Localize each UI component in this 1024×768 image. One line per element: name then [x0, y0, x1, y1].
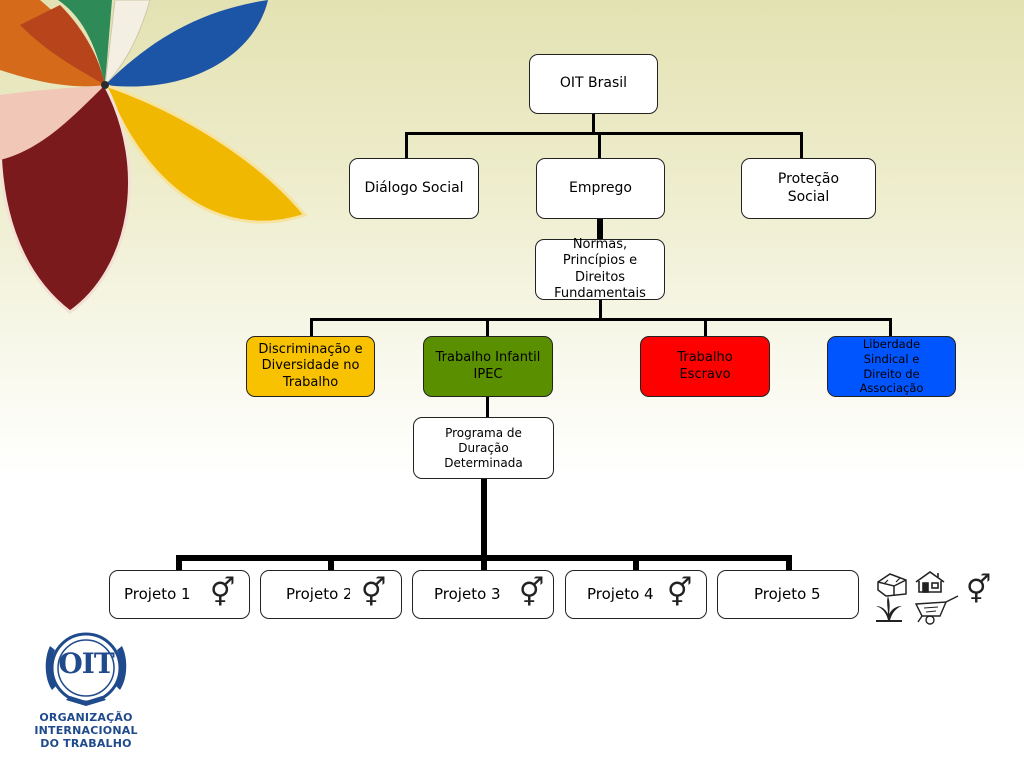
- oit-logo: [45, 632, 127, 706]
- pinwheel-decoration: [0, 0, 308, 314]
- connector: [592, 114, 595, 134]
- connector: [328, 555, 334, 572]
- node-emprego[interactable]: Emprego: [536, 158, 665, 219]
- node-trabalho-infantil[interactable]: Trabalho Infantil IPEC: [423, 336, 553, 397]
- connector: [598, 132, 601, 158]
- pinwheel-blade-yellow: [102, 82, 308, 224]
- connector: [405, 132, 408, 158]
- pinwheel-blade-peach: [0, 85, 105, 160]
- connector: [405, 132, 803, 135]
- plant-icon: [876, 596, 902, 622]
- gender-symbol-icon: ⚥: [667, 576, 693, 609]
- connector: [633, 555, 639, 572]
- node-oit-brasil[interactable]: OIT Brasil: [529, 54, 658, 114]
- pinwheel-blade-rust: [20, 5, 105, 85]
- logo-text-line2: INTERNACIONAL: [34, 724, 138, 737]
- connector: [310, 318, 313, 336]
- node-projeto-5[interactable]: Projeto 5: [717, 570, 859, 619]
- logo-letters: OIT: [58, 647, 114, 680]
- node-dialogo-social[interactable]: Diálogo Social: [349, 158, 479, 219]
- projeto-label: Projeto 4: [587, 585, 654, 603]
- projeto-label: Projeto 3: [434, 585, 501, 603]
- connector: [786, 555, 792, 572]
- logo-text-line3: DO TRABALHO: [40, 737, 132, 750]
- wheelbarrow-icon: [914, 595, 959, 625]
- pinwheel-blade-teal: [58, 0, 112, 85]
- gender-symbol-icon: ⚥: [361, 576, 387, 609]
- gender-symbol-icon: ⚥: [210, 576, 236, 609]
- connector: [486, 318, 489, 336]
- connector: [310, 318, 892, 321]
- pinwheel-blade-blue: [105, 0, 268, 87]
- node-projeto-2[interactable]: Projeto 2 ⚥: [260, 570, 402, 619]
- node-trabalho-escravo[interactable]: Trabalho Escravo: [640, 336, 770, 397]
- projeto-label: Projeto 5: [754, 585, 821, 603]
- connector: [800, 132, 803, 158]
- connector: [599, 300, 602, 320]
- node-liberdade-sindical[interactable]: Liberdade Sindical e Direito de Associaç…: [827, 336, 956, 397]
- pinwheel-center: [101, 81, 109, 89]
- pinwheel-blade-light: [104, 0, 151, 87]
- node-normas[interactable]: Normas, Princípios e Direitos Fundamenta…: [535, 237, 665, 301]
- node-projeto-4[interactable]: Projeto 4 ⚥: [565, 570, 707, 619]
- logo-text-line1: ORGANIZAÇÃO: [39, 711, 133, 724]
- node-protecao-social[interactable]: Proteção Social: [741, 158, 876, 219]
- projeto-label: Projeto 2: [286, 585, 350, 603]
- node-programa[interactable]: Programa de Duração Determinada: [413, 417, 554, 479]
- project-icons: [876, 571, 959, 625]
- node-projeto-1[interactable]: Projeto 1 ⚥: [109, 570, 250, 619]
- connector: [176, 555, 182, 572]
- connector: [486, 397, 489, 417]
- gender-symbol-icon: ⚥: [519, 576, 545, 609]
- node-discriminacao[interactable]: Discriminação e Diversidade no Trabalho: [246, 336, 375, 397]
- connector: [481, 555, 487, 572]
- home-icon: [915, 571, 945, 593]
- house-icon: [877, 573, 907, 597]
- connector: [704, 318, 707, 336]
- projeto-label: Projeto 1: [124, 585, 191, 603]
- node-projeto-3[interactable]: Projeto 3 ⚥: [412, 570, 554, 619]
- connector: [597, 219, 603, 239]
- connector: [889, 318, 892, 336]
- gender-symbol-icon: ⚥: [966, 573, 992, 606]
- connector: [481, 479, 487, 558]
